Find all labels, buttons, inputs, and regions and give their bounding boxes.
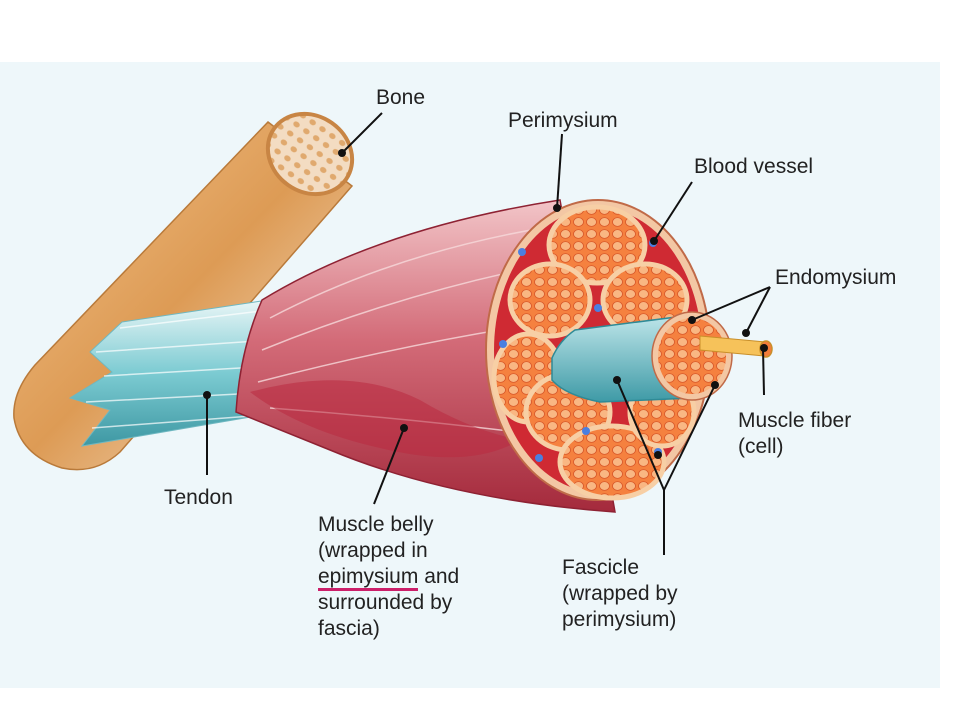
muscle-cross-section: [485, 199, 773, 501]
label-muscle-belly: Muscle belly (wrapped in epimysium and s…: [318, 512, 459, 642]
label-bone: Bone: [376, 86, 426, 109]
label-tendon: Tendon: [164, 486, 233, 509]
label-muscle-fiber-line1: Muscle fiber: [738, 409, 852, 432]
blood-vessels: [499, 239, 662, 462]
label-perimysium: Perimysium: [508, 109, 618, 132]
label-fascicle-line2: (wrapped by: [562, 582, 678, 605]
label-fascicle: Fascicle (wrapped by perimysium): [562, 555, 678, 633]
label-fascicle-line3: perimysium): [562, 608, 677, 631]
label-muscle-belly-line5: fascia): [318, 617, 380, 640]
label-muscle-belly-line3-rest: and: [418, 565, 460, 588]
leader-dots: [203, 149, 768, 459]
label-muscle-fiber-line2: (cell): [738, 435, 784, 458]
muscle-anatomy-illustration: [13, 111, 773, 555]
label-endomysium: Endomysium: [775, 266, 897, 289]
label-fascicle-line1: Fascicle: [562, 556, 640, 579]
label-muscle-belly-line3: epimysium and: [318, 564, 460, 591]
label-muscle-belly-line1: Muscle belly: [318, 513, 434, 536]
label-muscle-belly-line4: surrounded by: [318, 591, 453, 614]
epimysium-link[interactable]: epimysium: [318, 565, 419, 591]
label-blood-vessel: Blood vessel: [694, 155, 814, 178]
label-muscle-fiber: Muscle fiber (cell): [738, 408, 851, 460]
muscle-anatomy-figure: [0, 62, 940, 688]
label-muscle-belly-line2: (wrapped in: [318, 539, 428, 562]
leader-lines: [206, 112, 771, 555]
